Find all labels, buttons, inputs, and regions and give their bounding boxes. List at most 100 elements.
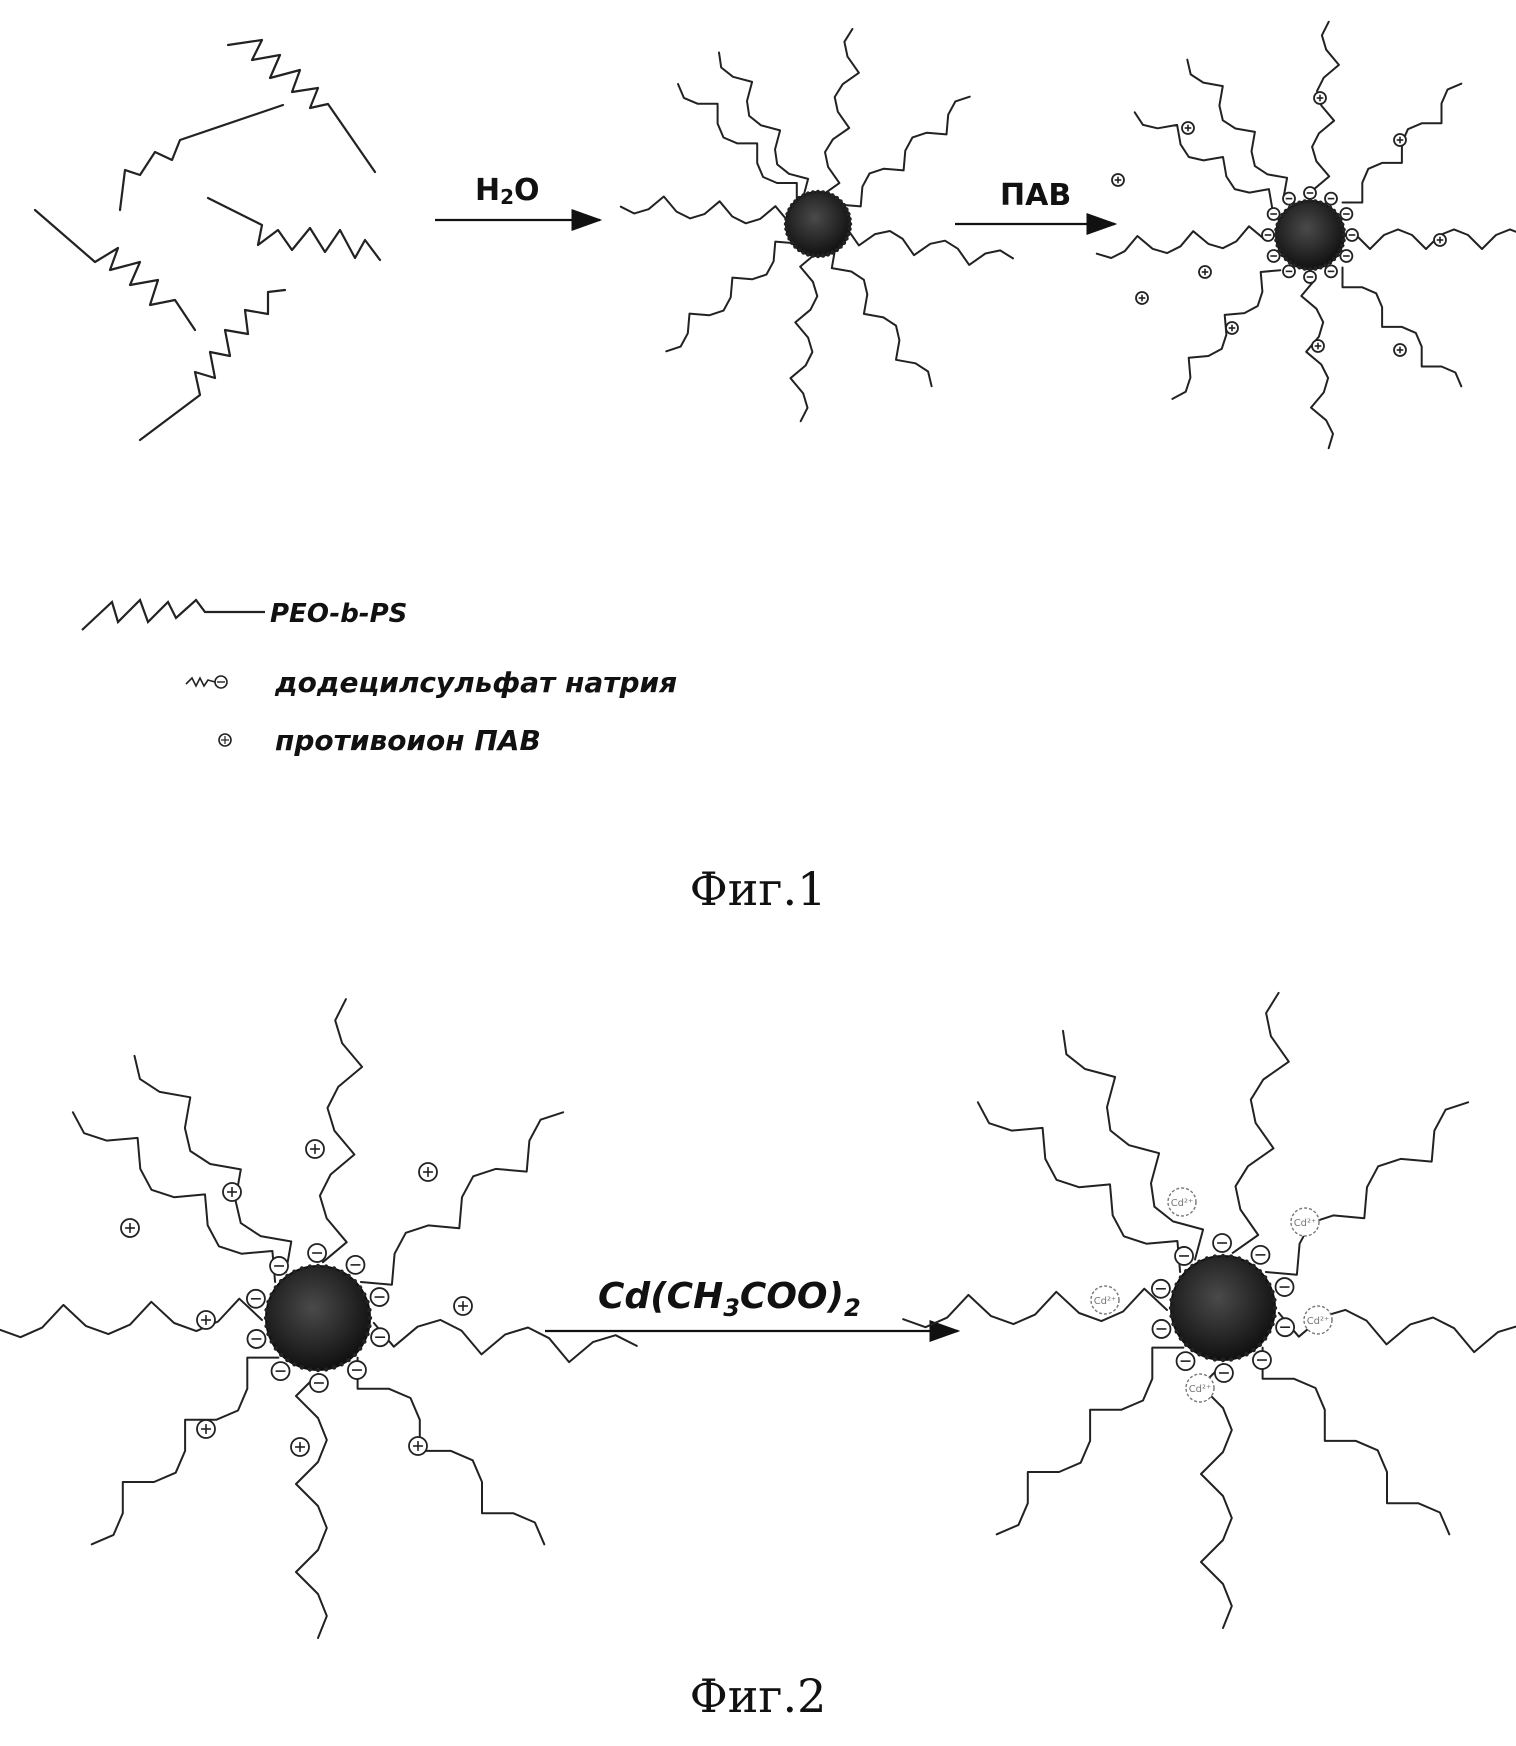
- core-edge-speckle: [1283, 256, 1289, 262]
- micelle-with-counterions: [0, 998, 638, 1639]
- core-edge-speckle: [266, 1331, 271, 1337]
- core-edge-speckle: [323, 1367, 329, 1372]
- surfactant-head-group: [1250, 1244, 1271, 1265]
- core-edge-speckle: [1297, 200, 1302, 205]
- surfactant-head-group: [369, 1287, 390, 1307]
- core-edge-speckle: [367, 1315, 373, 1321]
- arrow-h2o-label: H2O: [475, 173, 540, 209]
- counterion: [1111, 173, 1125, 187]
- figure-1-caption: Фиг.1: [690, 862, 827, 916]
- core-edge-speckle: [1307, 266, 1313, 272]
- polymer-chain: [1062, 1029, 1205, 1261]
- core-edge-speckle: [793, 199, 798, 204]
- free-chain-1: [226, 38, 377, 174]
- core-edge-speckle: [346, 1273, 351, 1279]
- svg-text:Cd²⁺: Cd²⁺: [1094, 1296, 1117, 1307]
- core-edge-speckle: [1184, 1269, 1189, 1274]
- figure-1: H2O ПАВ PEO-b-PS додецилсульфат натрия п…: [33, 20, 1516, 916]
- cadmium-ion: Cd²⁺: [1090, 1285, 1120, 1315]
- counterion: [1225, 321, 1239, 335]
- polymer-chain: [1264, 1101, 1470, 1276]
- polymer-chain: [90, 1356, 280, 1546]
- core-edge-speckle: [1272, 1305, 1278, 1311]
- core-edge-speckle: [1236, 1355, 1242, 1360]
- core-edge-speckle: [1280, 252, 1285, 258]
- legend-counterion-label: противоион ПАВ: [275, 724, 541, 757]
- core-edge-speckle: [352, 1279, 357, 1284]
- surfactant-head-group: [309, 1373, 329, 1393]
- core-edge-speckle: [810, 190, 816, 195]
- core-edge-speckle: [367, 1307, 372, 1313]
- core-edge-speckle: [273, 1346, 279, 1351]
- core-edge-speckle: [1272, 1313, 1277, 1319]
- core-edge-speckle: [1272, 1297, 1277, 1303]
- core-edge-speckle: [315, 1367, 321, 1373]
- free-chain-3: [206, 196, 382, 262]
- figure-2: Cd(CH3COO)2 Cd²⁺Cd²⁺Cd²⁺Cd²⁺Cd²⁺ Фиг.2: [0, 991, 1516, 1723]
- core-edge-speckle: [1178, 1336, 1184, 1341]
- surfactant-head-group: [1275, 1317, 1295, 1338]
- polymer-chain: [1231, 991, 1290, 1254]
- polymer-chain: [995, 1346, 1185, 1536]
- polymer-chain: [718, 51, 810, 199]
- polymer-chain: [830, 247, 933, 388]
- core-edge-speckle: [1341, 232, 1347, 238]
- surfactant-head-group: [1174, 1246, 1194, 1266]
- core-edge-speckle: [784, 216, 789, 222]
- core-edge-speckle: [787, 207, 792, 212]
- core-edge-speckle: [1204, 1256, 1210, 1261]
- free-polymer-chains: [33, 38, 382, 442]
- core-edge-speckle: [841, 203, 847, 208]
- micelle-with-cadmium-ions: Cd²⁺Cd²⁺Cd²⁺Cd²⁺Cd²⁺: [902, 991, 1516, 1629]
- counterion: [1313, 91, 1327, 105]
- core-edge-speckle: [1220, 1357, 1226, 1363]
- surfactant-head-group: [370, 1327, 390, 1348]
- core-edge-speckle: [847, 221, 853, 227]
- core-edge-speckle: [815, 189, 821, 195]
- surfactant-head-group: [246, 1329, 267, 1349]
- polymer-chain: [840, 95, 971, 208]
- core-edge-speckle: [279, 1279, 284, 1284]
- core-edge-speckle: [1267, 1329, 1272, 1334]
- core-edge-speckle: [263, 1315, 269, 1321]
- core-edge-speckle: [269, 1339, 274, 1344]
- counterion: [1433, 233, 1447, 247]
- surfactant-head-group: [1252, 1350, 1272, 1370]
- counterion: [1181, 121, 1195, 135]
- legend: PEO-b-PS додецилсульфат натрия противоио…: [81, 598, 677, 757]
- counterion: [290, 1437, 310, 1457]
- core-edge-speckle: [357, 1346, 363, 1351]
- surfactant-head-group: [1303, 186, 1317, 200]
- core-edge-speckle: [1184, 1342, 1189, 1348]
- core-edge-speckle: [357, 1285, 363, 1290]
- core-edge-speckle: [1178, 1275, 1184, 1280]
- core-edge-speckle: [1307, 198, 1313, 204]
- core-edge-speckle: [1275, 222, 1280, 227]
- core-edge-speckle: [1204, 1355, 1210, 1360]
- polymer-chain: [356, 1356, 546, 1546]
- core-edge-speckle: [1251, 1347, 1256, 1353]
- core-edge-speckle: [838, 199, 843, 204]
- core-edge-speckle: [1318, 265, 1323, 270]
- core-edge-speckle: [269, 1292, 274, 1297]
- core-edge-speckle: [838, 244, 843, 249]
- core-edge-speckle: [1257, 1342, 1263, 1348]
- surfactant-head-group: [1261, 228, 1275, 242]
- core-edge-speckle: [365, 1299, 370, 1305]
- svg-text:Cd²⁺: Cd²⁺: [1171, 1198, 1194, 1209]
- core-edge-speckle: [279, 1352, 284, 1358]
- surfactant-head-group: [1151, 1278, 1171, 1299]
- core-edge-speckle: [789, 240, 795, 245]
- core-edge-speckle: [1270, 1289, 1275, 1295]
- core-edge-speckle: [1275, 243, 1280, 248]
- core-edge-speckle: [273, 1285, 279, 1290]
- polymer-chain: [822, 28, 860, 196]
- core-edge-speckle: [1313, 199, 1318, 204]
- core-edge-speckle: [1257, 1269, 1263, 1274]
- core-edge-speckle: [285, 1357, 290, 1363]
- core-edge-speckle: [362, 1292, 367, 1297]
- micelle-core-only: [619, 28, 1014, 423]
- core-edge-speckle: [331, 1266, 337, 1271]
- core-edge-speckle: [1270, 1321, 1275, 1327]
- surfactant-head-group: [1274, 1277, 1295, 1297]
